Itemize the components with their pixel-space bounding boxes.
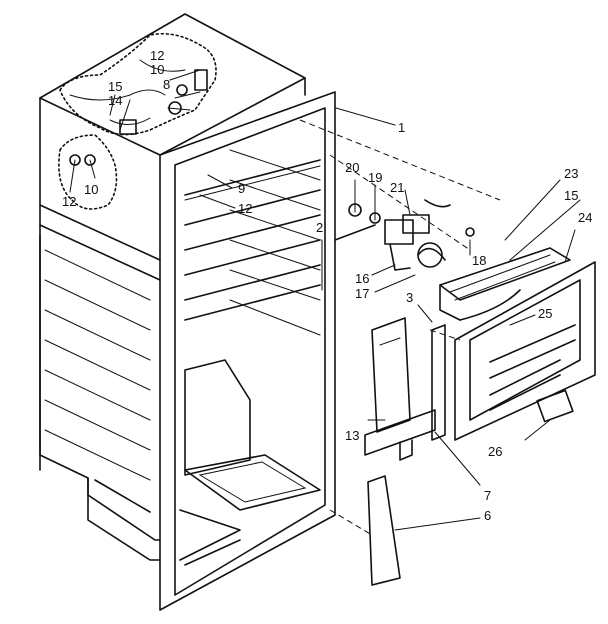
callout-8: 8 [163,77,170,92]
callout-18: 18 [472,253,486,268]
callout-10b: 10 [84,182,98,197]
wiring-harness [58,32,217,210]
cabinet-liner [39,13,336,611]
callout-12c: 12 [238,201,252,216]
callout-9: 9 [238,181,245,196]
callout-19: 19 [368,170,382,185]
alignment-dashes [299,119,501,536]
callout-12a: 12 [150,48,164,63]
callout-24: 24 [578,210,592,225]
callout-13: 13 [345,428,359,443]
leader-lines [69,69,581,531]
callout-labels: 1 2 3 6 7 8 9 10 10 12 12 12 13 14 15 15… [62,48,592,523]
callout-23: 23 [564,166,578,181]
callout-3: 3 [406,290,413,305]
callout-20: 20 [345,160,359,175]
callout-15a: 15 [108,79,122,94]
callout-25: 25 [538,306,552,321]
callout-21: 21 [390,180,404,195]
callout-26: 26 [488,444,502,459]
callout-7: 7 [484,488,491,503]
interior-shelf-rails [179,149,321,566]
callout-17: 17 [355,286,369,301]
callout-15b: 15 [564,188,578,203]
callout-6: 6 [484,508,491,523]
callout-16: 16 [355,271,369,286]
callout-2: 2 [316,220,323,235]
damper-control-assembly [334,199,475,271]
baffle-13 [364,317,436,586]
air-duct-assembly [431,247,596,441]
callout-10a: 10 [150,62,164,77]
callout-12b: 12 [62,194,76,209]
callout-14: 14 [108,93,122,108]
callout-1: 1 [398,120,405,135]
